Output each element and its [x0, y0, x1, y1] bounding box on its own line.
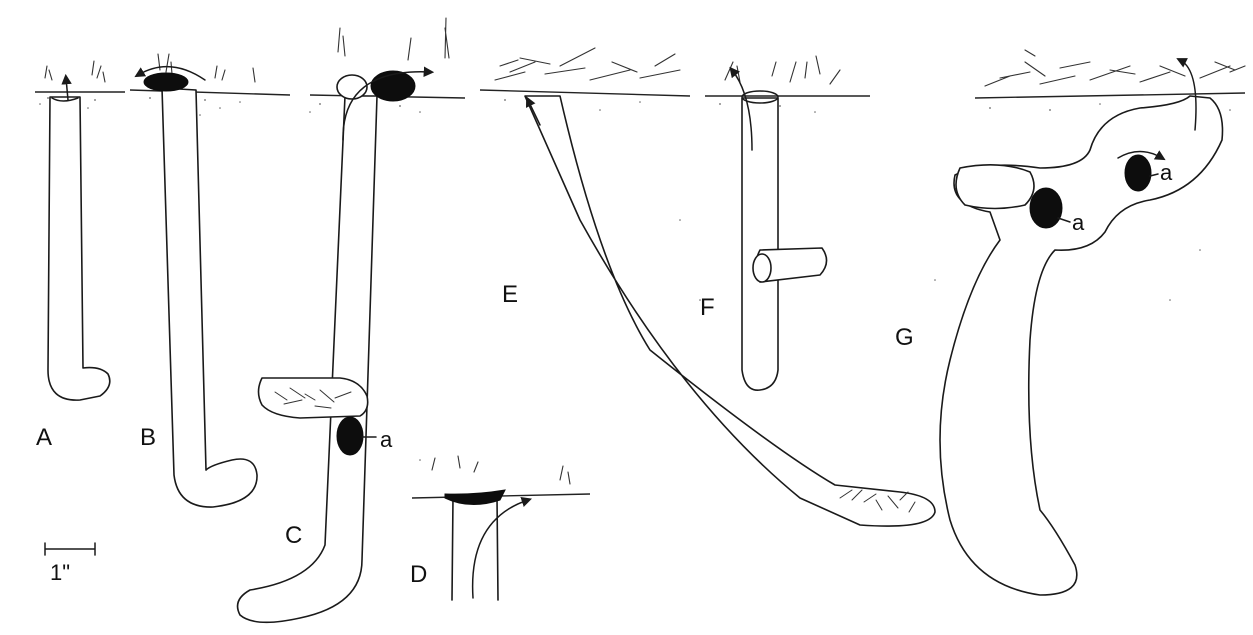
soil-plug [445, 490, 505, 505]
burrow-c [238, 71, 430, 622]
scale-bar-label: 1" [50, 560, 70, 585]
panel-label-a: A [36, 424, 52, 451]
burrow-g [940, 60, 1223, 595]
surface-vegetation [45, 18, 1245, 86]
annotation-label-c: a [380, 427, 393, 452]
panel-label-b: B [140, 424, 156, 451]
panel-label-f: F [700, 294, 715, 321]
ground-surfaces [35, 90, 1245, 98]
annotation-label-g-upper: a [1160, 160, 1173, 185]
burrow-f [732, 70, 827, 390]
fecal-plug [1125, 155, 1151, 191]
panel-labels: A B C D E F G [36, 281, 914, 588]
fecal-plug [337, 417, 363, 455]
burrow-a [48, 78, 110, 400]
panel-label-d: D [410, 561, 427, 588]
annotation-label-g-lower: a [1072, 210, 1085, 235]
scale-bar: 1" [45, 543, 95, 585]
burrow-d-detail [412, 456, 590, 600]
fecal-plug [1030, 188, 1062, 228]
soil-plug [371, 71, 415, 101]
panel-label-e: E [502, 281, 518, 308]
soil-stipple [39, 97, 1231, 461]
panel-label-g: G [895, 324, 914, 351]
panel-label-c: C [285, 522, 302, 549]
soil-plug [144, 73, 188, 91]
burrow-e [525, 96, 935, 526]
